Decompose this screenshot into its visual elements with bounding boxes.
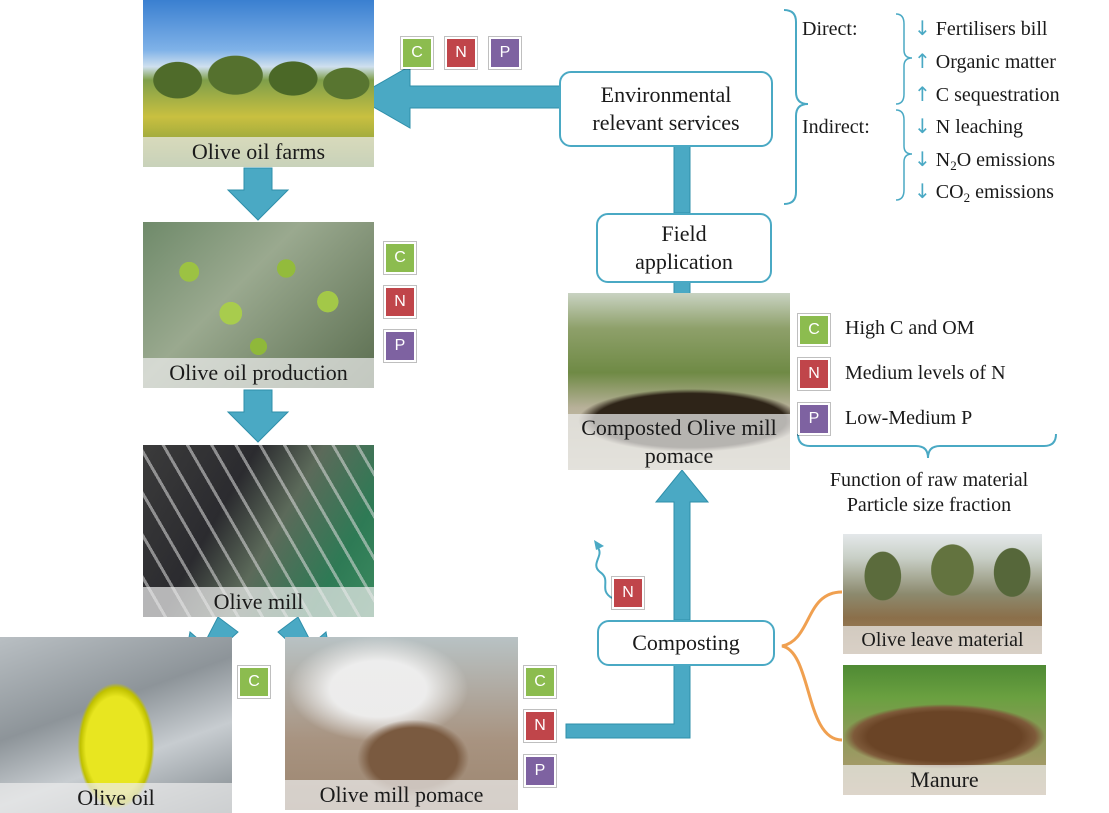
direct-label: Direct: [802, 18, 858, 40]
note-particle-size: Particle size fraction [846, 494, 1012, 516]
olive-leave-photo: Olive leave material [843, 534, 1042, 654]
field-application-label: Field application [635, 221, 733, 274]
badge-c-pomace: C [523, 665, 557, 699]
up-arrow-icon: ↑ [914, 82, 931, 106]
arrow-services-to-farms [354, 65, 561, 129]
composted-pomace-caption: Composted Olive mill pomace [568, 414, 790, 470]
olive-production-photo: Olive oil production [143, 222, 374, 388]
property-low-medium-p: Low-Medium P [845, 407, 973, 429]
direct-item-fertilisers: ↓ Fertilisers bill [914, 16, 1048, 40]
indirect-item-n2o-emissions: ↓ N2O emissions [914, 147, 1056, 173]
olive-mill-photo: Olive mill [143, 445, 374, 617]
olive-oil-photo: Olive oil [0, 637, 232, 813]
up-arrow-icon: ↑ [914, 49, 931, 73]
property-badge-c: C [797, 313, 831, 347]
indirect-item-co2-emissions: ↓ CO2 emissions [914, 179, 1054, 205]
badge-c-oil: C [237, 665, 271, 699]
badge-n-pomace: N [523, 709, 557, 743]
olive-leave-caption: Olive leave material [843, 626, 1042, 654]
environmental-services-box: Environmental relevant services [559, 71, 773, 147]
down-arrow-icon: ↓ [914, 114, 931, 138]
indirect-item-n-leaching: ↓ N leaching [914, 114, 1023, 138]
composting-label: Composting [632, 630, 740, 655]
connector-field-to-services [673, 142, 691, 214]
down-arrow-icon: ↓ [914, 147, 931, 171]
properties-brace [797, 433, 1057, 459]
badge-n-production: N [383, 285, 417, 319]
services-brace [783, 9, 809, 205]
olive-farms-photo: Olive oil farms [143, 0, 374, 167]
badge-n-loss: N [611, 576, 645, 610]
arrow-production-to-mill [226, 389, 290, 443]
n-loss-arrow-head [594, 540, 604, 550]
property-high-c: High C and OM [845, 317, 975, 339]
olive-production-caption: Olive oil production [143, 358, 374, 388]
field-application-box: Field application [596, 213, 772, 283]
composting-box: Composting [597, 620, 775, 666]
badge-p-top: P [488, 36, 522, 70]
composted-pomace-photo: Composted Olive mill pomace [568, 293, 790, 470]
olive-oil-caption: Olive oil [0, 783, 232, 813]
direct-brace [895, 13, 913, 105]
n-loss-squiggle-arrow [595, 547, 613, 599]
direct-item-c-sequestration: ↑ C sequestration [914, 82, 1060, 106]
down-arrow-icon: ↓ [914, 16, 931, 40]
badge-n-top: N [444, 36, 478, 70]
property-medium-n: Medium levels of N [845, 362, 1006, 384]
direct-item-organic-matter: ↑ Organic matter [914, 49, 1056, 73]
property-badge-n: N [797, 357, 831, 391]
olive-farms-caption: Olive oil farms [143, 137, 374, 167]
indirect-brace [895, 109, 913, 201]
environmental-services-label: Environmental relevant services [592, 82, 740, 135]
olive-mill-caption: Olive mill [143, 587, 374, 617]
down-arrow-icon: ↓ [914, 179, 931, 203]
badge-c-top: C [400, 36, 434, 70]
manure-caption: Manure [843, 765, 1046, 795]
indirect-label: Indirect: [802, 116, 870, 138]
manure-photo: Manure [843, 665, 1046, 795]
arrow-pomace-to-composting [565, 663, 691, 739]
badge-p-pomace: P [523, 754, 557, 788]
input-brace [781, 590, 843, 742]
badge-p-production: P [383, 329, 417, 363]
property-badge-p: P [797, 402, 831, 436]
arrow-composting-to-compost [654, 469, 710, 621]
olive-mill-pomace-photo: Olive mill pomace [285, 637, 518, 810]
note-raw-material: Function of raw material [829, 469, 1029, 491]
badge-c-production: C [383, 241, 417, 275]
arrow-farms-to-production [226, 167, 290, 221]
olive-mill-pomace-caption: Olive mill pomace [285, 780, 518, 810]
